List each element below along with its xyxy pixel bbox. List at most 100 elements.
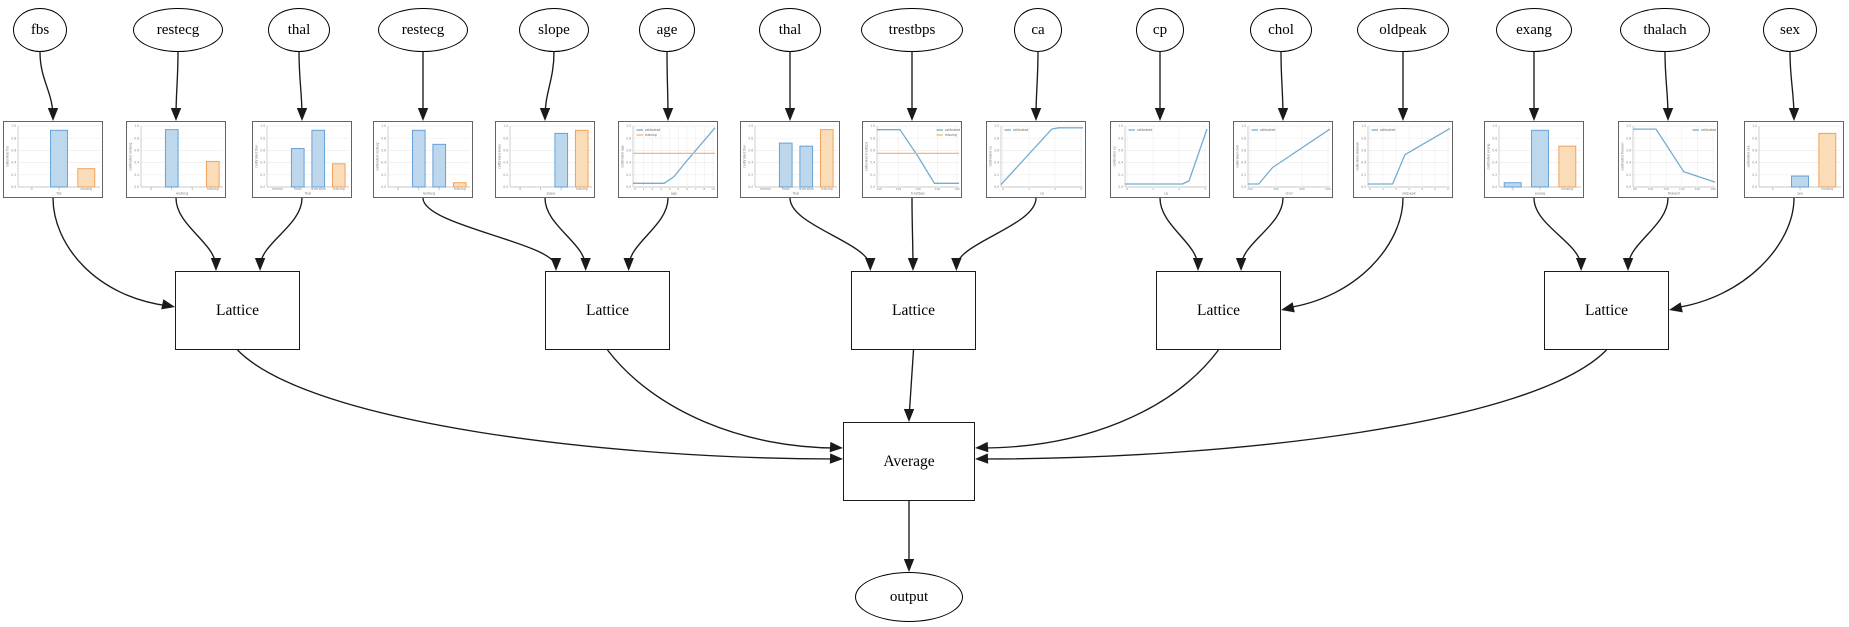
svg-text:1.0: 1.0 — [260, 124, 265, 128]
edge-feature-to-calibrator — [666, 51, 669, 118]
svg-text:0.0: 0.0 — [260, 185, 265, 189]
svg-text:0.0: 0.0 — [1752, 185, 1757, 189]
feature-label: thalach — [1643, 21, 1687, 38]
average-label: Average — [883, 452, 935, 470]
svg-text:0.2: 0.2 — [1752, 173, 1757, 177]
svg-text:2: 2 — [651, 187, 653, 191]
svg-text:1: 1 — [58, 187, 60, 191]
svg-text:0.4: 0.4 — [1241, 161, 1246, 165]
arrowhead — [784, 108, 796, 121]
svg-text:200: 200 — [1247, 187, 1253, 191]
svg-text:120: 120 — [1663, 187, 1669, 191]
svg-text:fixed: fixed — [782, 187, 790, 191]
svg-text:calibrated: calibrated — [645, 128, 661, 132]
svg-text:0.4: 0.4 — [381, 161, 386, 165]
svg-text:thal: thal — [305, 192, 312, 196]
svg-text:0: 0 — [1002, 187, 1004, 191]
svg-text:0.2: 0.2 — [11, 173, 16, 177]
svg-text:0.4: 0.4 — [1626, 161, 1631, 165]
svg-text:0.6: 0.6 — [11, 149, 16, 153]
feature-label: age — [656, 21, 678, 38]
feature-label: ca — [1031, 21, 1045, 38]
svg-text:0.8: 0.8 — [1118, 136, 1123, 140]
svg-text:0.0: 0.0 — [1361, 185, 1366, 189]
svg-text:calibrated trestbps: calibrated trestbps — [865, 142, 869, 172]
arrowhead — [550, 258, 562, 271]
svg-text:calibrated: calibrated — [1137, 128, 1153, 132]
svg-text:calibrated restecg: calibrated restecg — [376, 142, 380, 170]
arrowhead — [296, 108, 308, 121]
svg-text:calibrated chol: calibrated chol — [1236, 145, 1240, 168]
svg-text:restecg: restecg — [176, 192, 189, 196]
feature-label: oldpeak — [1379, 21, 1427, 38]
svg-text:calibrated cp: calibrated cp — [1113, 146, 1117, 166]
svg-text:10: 10 — [711, 187, 715, 191]
arrowhead — [1235, 258, 1247, 271]
svg-text:exang: exang — [1535, 192, 1545, 196]
svg-text:0.0: 0.0 — [748, 185, 753, 189]
svg-text:calibrated sex: calibrated sex — [1747, 145, 1751, 167]
svg-text:1: 1 — [418, 187, 420, 191]
svg-text:0.2: 0.2 — [994, 173, 999, 177]
feature-node-exang-12: exang — [1496, 8, 1572, 52]
arrowhead — [1575, 258, 1587, 271]
svg-text:3: 3 — [1204, 187, 1206, 191]
svg-text:0.8: 0.8 — [260, 136, 265, 140]
arrowhead — [903, 409, 915, 422]
arrowhead — [1669, 302, 1683, 313]
svg-text:missing: missing — [576, 187, 588, 191]
svg-text:0.4: 0.4 — [626, 161, 631, 165]
edge-lattice-to-average — [908, 349, 915, 419]
lattice-label: Lattice — [215, 301, 260, 319]
svg-text:80: 80 — [1633, 187, 1637, 191]
arrowhead — [903, 559, 915, 572]
svg-text:0.6: 0.6 — [1361, 149, 1366, 153]
svg-text:0: 0 — [1512, 187, 1514, 191]
svg-text:0.0: 0.0 — [381, 185, 386, 189]
feature-label: restecg — [156, 21, 200, 38]
feature-node-cp-9: cp — [1136, 8, 1184, 52]
arrowhead — [906, 108, 918, 121]
feature-node-slope-4: slope — [519, 8, 589, 52]
edge-calibrator-to-lattice — [1159, 197, 1199, 268]
svg-text:1.0: 1.0 — [1626, 124, 1631, 128]
edge-feature-to-calibrator — [544, 51, 555, 118]
svg-text:1.0: 1.0 — [994, 124, 999, 128]
svg-text:0.8: 0.8 — [1361, 136, 1366, 140]
svg-text:reversible: reversible — [799, 187, 814, 191]
svg-text:160: 160 — [935, 187, 941, 191]
svg-text:3: 3 — [1408, 187, 1410, 191]
svg-text:calibrated: calibrated — [1013, 128, 1029, 132]
svg-text:0.2: 0.2 — [381, 173, 386, 177]
edge-calibrator-to-lattice — [628, 197, 669, 268]
feature-node-trestbps-7: trestbps — [861, 8, 963, 52]
svg-text:0: 0 — [397, 187, 399, 191]
svg-text:5: 5 — [677, 187, 679, 191]
svg-text:0: 0 — [519, 187, 521, 191]
svg-text:1.0: 1.0 — [381, 124, 386, 128]
svg-text:cp: cp — [1164, 192, 1168, 196]
feature-node-oldpeak-11: oldpeak — [1357, 8, 1449, 52]
svg-text:missing: missing — [333, 187, 345, 191]
svg-text:0.2: 0.2 — [626, 173, 631, 177]
arrowhead — [1030, 108, 1042, 121]
svg-text:calibrated thal: calibrated thal — [743, 145, 747, 168]
svg-text:0.8: 0.8 — [1492, 136, 1497, 140]
svg-text:reversible: reversible — [311, 187, 326, 191]
svg-text:missing: missing — [645, 133, 657, 137]
svg-text:trestbps: trestbps — [911, 192, 925, 196]
svg-text:0.2: 0.2 — [1361, 173, 1366, 177]
edge-calibrator-to-lattice — [175, 197, 217, 268]
svg-text:0.6: 0.6 — [626, 149, 631, 153]
svg-text:1.0: 1.0 — [1118, 124, 1123, 128]
arrowhead — [580, 258, 591, 271]
svg-text:0.4: 0.4 — [1361, 161, 1366, 165]
svg-text:0: 0 — [1126, 187, 1128, 191]
